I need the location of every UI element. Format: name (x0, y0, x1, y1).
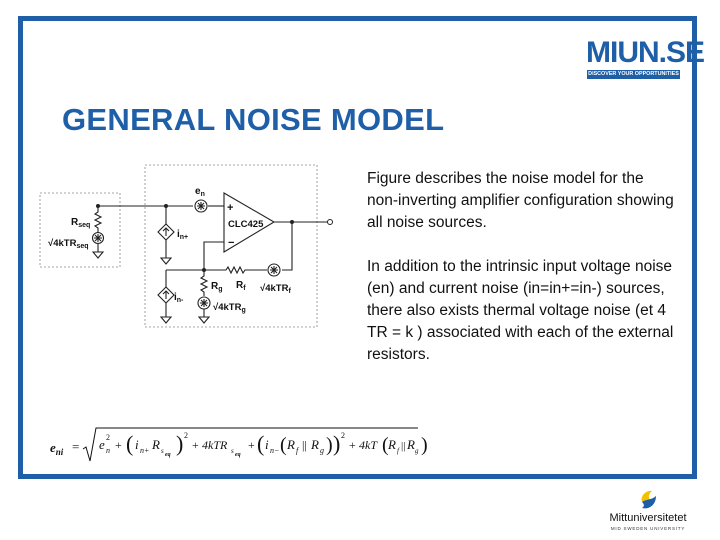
svg-text:||: || (401, 440, 405, 452)
svg-text:+: + (248, 438, 255, 452)
svg-text:||: || (302, 438, 307, 452)
rg-label: Rg (211, 281, 223, 293)
slide-frame (18, 16, 697, 479)
svg-text:4kTR: 4kTR (202, 438, 228, 452)
paragraph-1: Figure describes the noise model for the… (367, 170, 674, 231)
svg-text:g: g (320, 446, 324, 455)
slide-title: GENERAL NOISE MODEL (62, 102, 445, 137)
mittuniversitetet-logo[interactable]: Mittuniversitetet MID SWEDEN UNIVERSITY (598, 488, 698, 536)
rseq-label: Rseq (71, 217, 90, 229)
rf-noise-label: √4kTRf (260, 283, 291, 295)
svg-text:R: R (310, 437, 319, 452)
svg-text:): ) (176, 431, 183, 456)
rseq-noise-label: √4kTRseq (48, 238, 89, 250)
svg-text:): ) (326, 434, 333, 456)
svg-text:eq: eq (235, 452, 241, 458)
description-text: Figure describes the noise model for the… (367, 168, 677, 366)
svg-text:): ) (333, 431, 340, 456)
svg-text:n: n (106, 446, 110, 455)
noise-formula: eni = e 2 n + ( i n+ R s eq ) 2 + 4kTR s… (50, 427, 428, 462)
svg-text:(: ( (126, 431, 133, 456)
svg-text:i: i (265, 437, 269, 452)
svg-text:f: f (397, 447, 400, 455)
paragraph-2: In addition to the intrinsic input volta… (367, 258, 674, 363)
miun-logo[interactable]: MIUN.SE DISCOVER YOUR OPPORTUNITIES (586, 37, 705, 79)
svg-text:=: = (72, 439, 79, 454)
in-plus-label: in+ (177, 229, 188, 241)
amp-plus-sign: + (227, 202, 233, 214)
svg-text:+: + (349, 438, 356, 452)
svg-text:R: R (151, 437, 160, 452)
rf-label: Rf (236, 280, 246, 292)
svg-text:s: s (231, 447, 234, 455)
svg-text:+: + (115, 438, 122, 452)
svg-text:2: 2 (184, 431, 188, 440)
svg-text:(: ( (257, 431, 264, 456)
svg-text:f: f (296, 446, 300, 455)
footer-university-subtitle: MID SWEDEN UNIVERSITY (610, 526, 686, 531)
logo-wordmark: MIUN.SE (586, 36, 705, 69)
noise-model-circuit: Rseq √4kTRseq en in+ + − CLC425 Rf √4kTR… (39, 164, 333, 328)
svg-text:(: ( (382, 434, 389, 456)
svg-text:R: R (387, 437, 396, 452)
footer-university-name: Mittuniversitetet (609, 512, 687, 524)
en-label: en (195, 186, 205, 198)
svg-text:g: g (415, 447, 419, 455)
svg-text:R: R (286, 437, 295, 452)
svg-text:): ) (421, 434, 428, 456)
university-emblem-icon (641, 490, 656, 509)
svg-text:n+: n+ (140, 446, 149, 455)
svg-text:2: 2 (106, 433, 110, 442)
svg-text:eq: eq (165, 452, 171, 458)
svg-text:n−: n− (270, 446, 279, 455)
logo-tagline: DISCOVER YOUR OPPORTUNITIES (587, 70, 680, 79)
svg-text:4kT: 4kT (359, 438, 378, 452)
svg-text:e: e (99, 437, 105, 452)
svg-text:2: 2 (341, 431, 345, 440)
svg-text:R: R (406, 437, 415, 452)
svg-text:s: s (161, 447, 164, 455)
amplifier-dashed-box (144, 164, 318, 328)
svg-text:i: i (135, 437, 139, 452)
in-minus-label: in- (174, 292, 184, 304)
amp-label: CLC425 (228, 219, 264, 230)
source-dashed-box (39, 192, 121, 268)
rg-noise-label: √4kTRg (213, 302, 246, 314)
svg-text:+: + (192, 438, 199, 452)
svg-text:eni: eni (50, 440, 64, 457)
amp-minus-sign: − (228, 237, 234, 249)
svg-text:(: ( (280, 434, 287, 456)
